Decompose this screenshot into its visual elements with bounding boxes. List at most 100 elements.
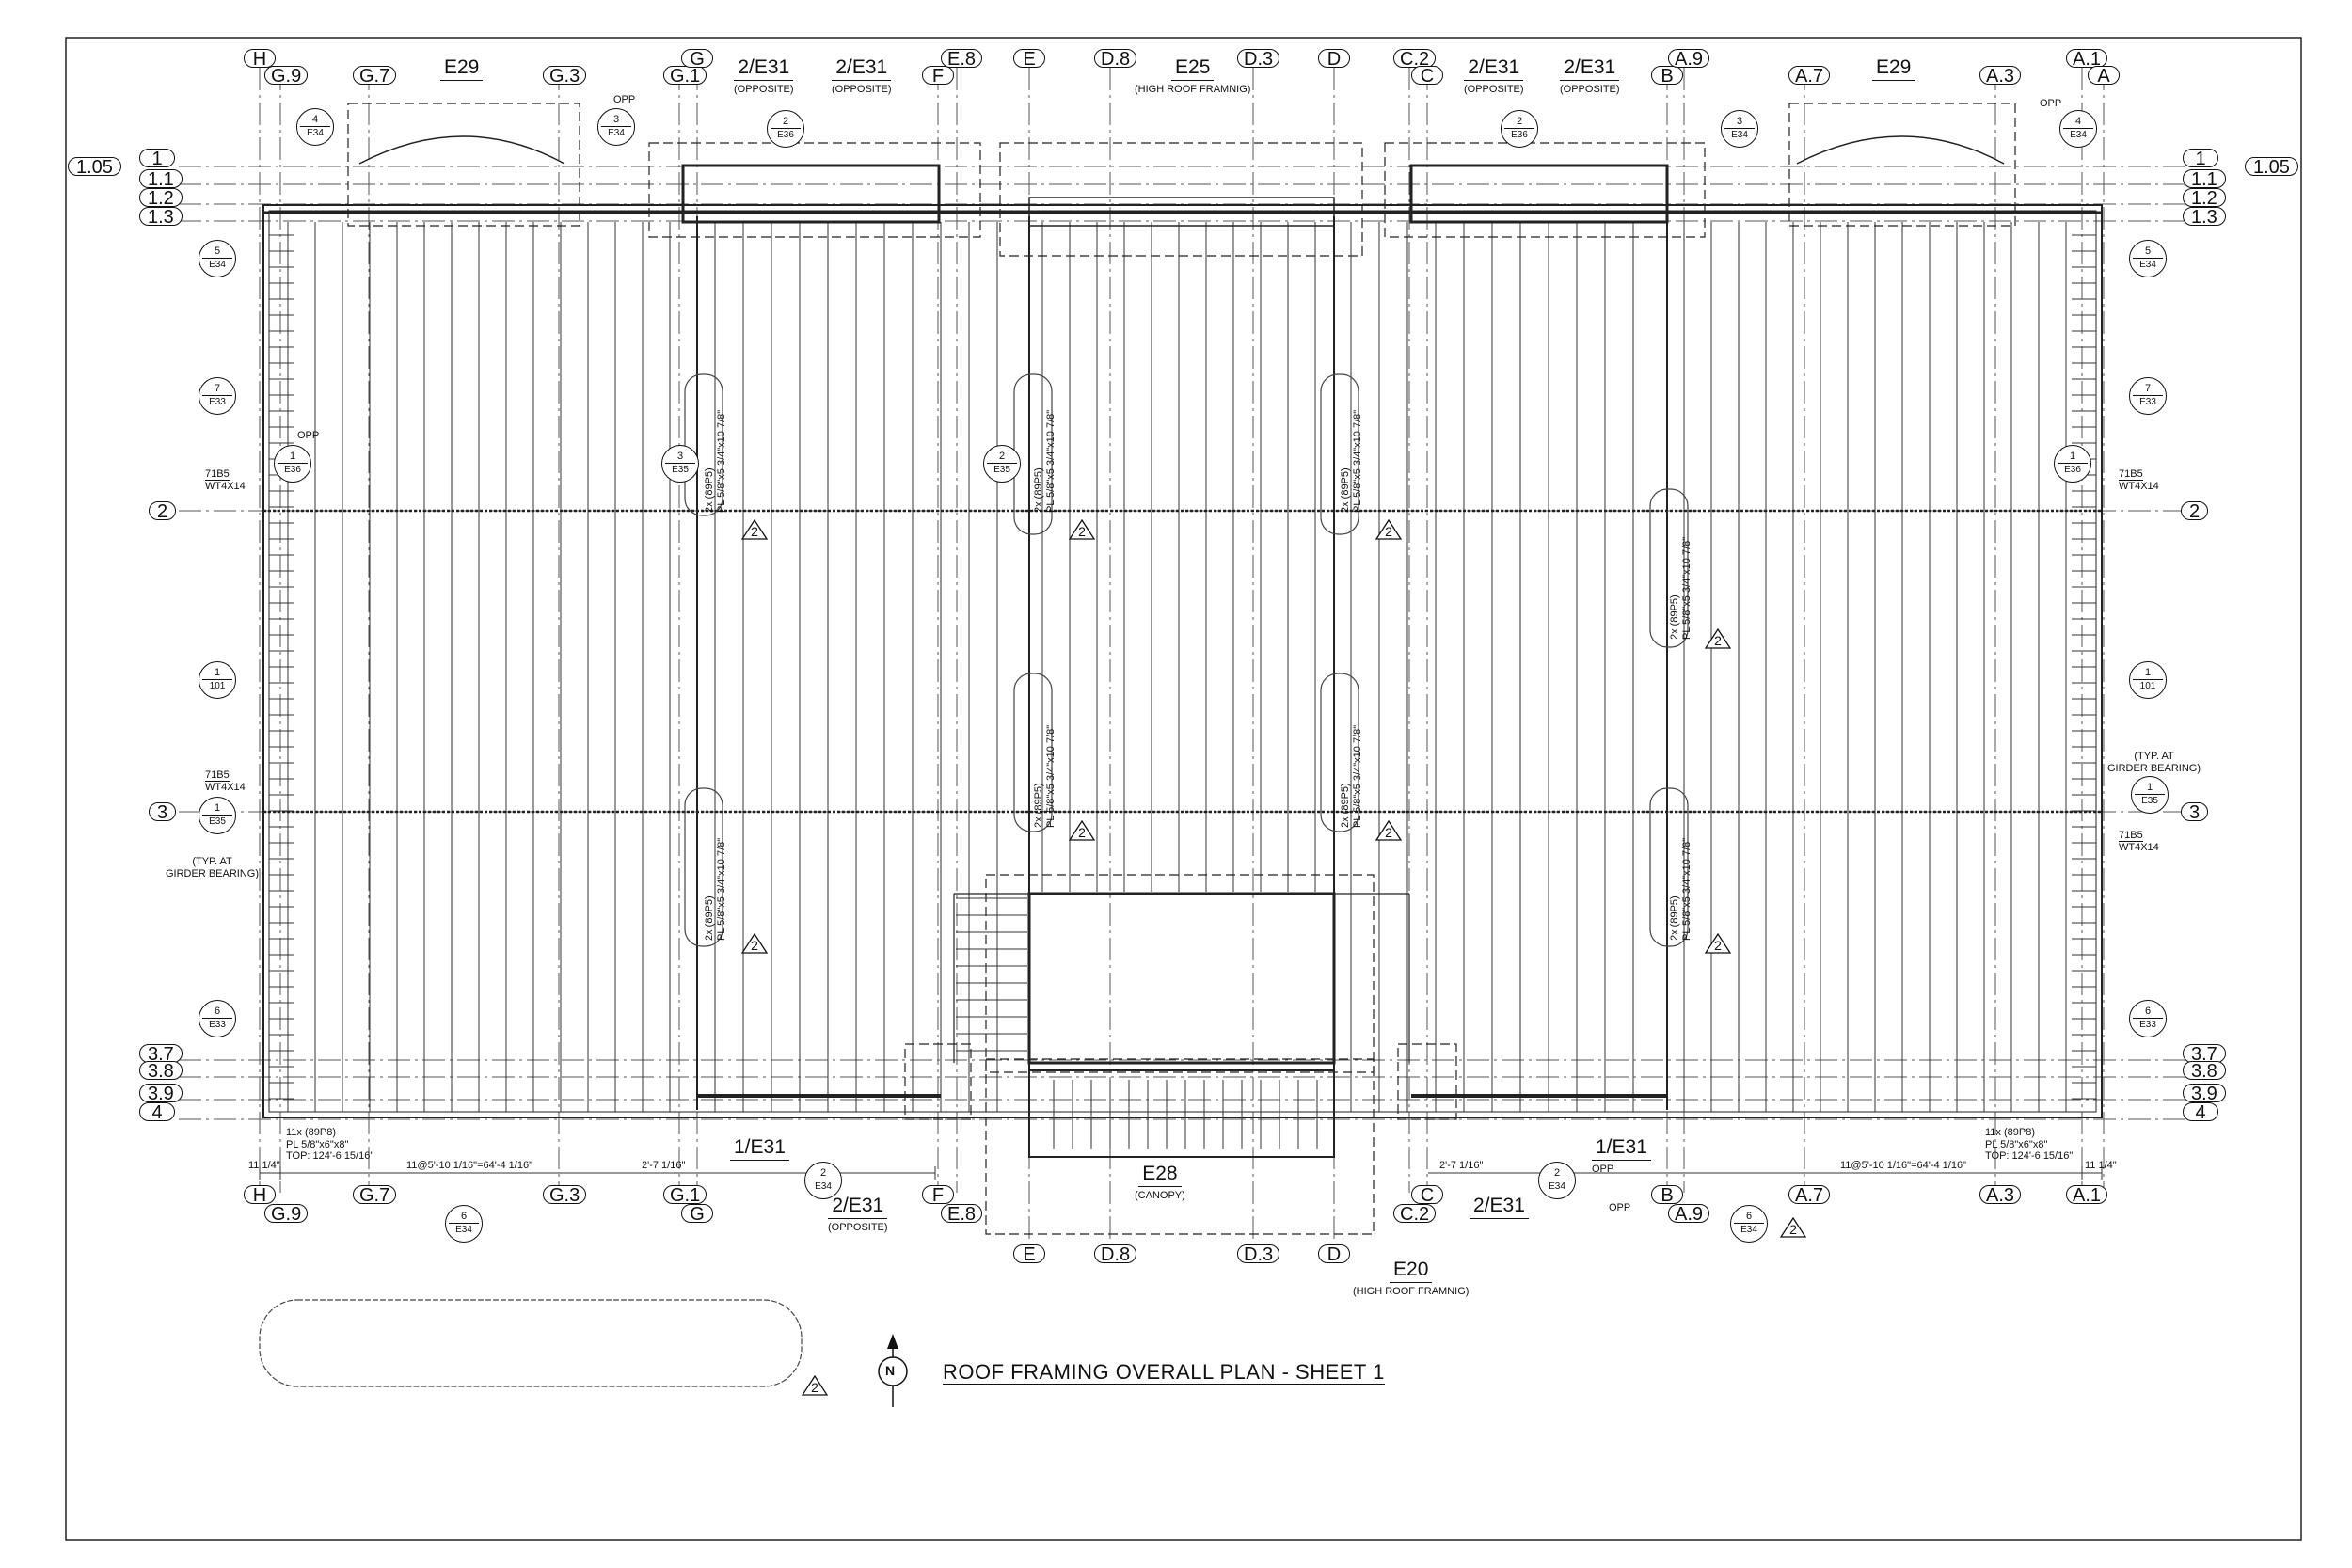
column-grid-bubble: D bbox=[1318, 49, 1350, 69]
callout-number: 2 bbox=[819, 1167, 827, 1179]
callout-sheet: E35 bbox=[209, 816, 226, 827]
row-grid-bubble: 3.8 bbox=[139, 1061, 183, 1081]
callout-circle bbox=[199, 1000, 236, 1037]
column-grid-bubble: A.1 bbox=[2066, 49, 2108, 69]
callout-sheet: E34 bbox=[209, 260, 226, 270]
column-grid-bubble: A.7 bbox=[1788, 1185, 1831, 1205]
callout-sheet: E34 bbox=[1740, 1225, 1757, 1235]
callout-number: 3 bbox=[676, 451, 684, 462]
row-grid-bubble: 1.3 bbox=[139, 207, 183, 227]
callout-number: 6 bbox=[1745, 1211, 1753, 1222]
revision-triangle: 2 bbox=[1375, 819, 1403, 841]
revision-triangle: 2 bbox=[1068, 819, 1096, 841]
callout-divider bbox=[2133, 395, 2163, 396]
callout-sheet: E34 bbox=[608, 128, 625, 138]
row-grid-bubble: 2 bbox=[149, 501, 177, 521]
callout-sheet: E35 bbox=[993, 465, 1010, 475]
opp-note-3: OPP bbox=[297, 430, 320, 441]
column-grid-bubble: D.8 bbox=[1094, 1244, 1137, 1264]
plate-note: 2x (89P5)PL 5/8"x5 3/4"x10 7/8" bbox=[1340, 410, 1364, 513]
column-grid-bubble: A.7 bbox=[1788, 66, 1831, 86]
callout-number: 1 bbox=[2146, 782, 2153, 793]
callout-sheet: E36 bbox=[284, 465, 301, 475]
column-grid-bubble: G.9 bbox=[264, 1204, 309, 1224]
opp-note-1: OPP bbox=[613, 94, 636, 105]
callout-sheet: E34 bbox=[2139, 260, 2156, 270]
column-grid-bubble: B bbox=[1651, 1185, 1683, 1205]
plate-size: PL 5/8"x5 3/4"x10 7/8" bbox=[1352, 724, 1364, 828]
plate-qty: 2x (89P5) bbox=[1033, 783, 1044, 828]
row-grid-bubble: 3.7 bbox=[2183, 1044, 2226, 1064]
column-grid-bubble: G.3 bbox=[543, 1185, 587, 1205]
canopy-ticks bbox=[956, 897, 1318, 1149]
revision-triangle: 2 bbox=[1779, 1216, 1807, 1238]
dim-right-3: 11 1/4" bbox=[2085, 1160, 2117, 1171]
section-ref-2e31-bottom-left: 2/E31(OPPOSITE) bbox=[828, 1195, 888, 1233]
revision-triangle-shape bbox=[1375, 819, 1403, 841]
column-grid-bubble: F bbox=[922, 1185, 954, 1205]
row-grid-bubble: 3 bbox=[2181, 802, 2209, 822]
revision-triangle-shape bbox=[740, 932, 769, 954]
callout-divider bbox=[300, 126, 330, 127]
callout-sheet: E34 bbox=[1731, 130, 1748, 140]
dim-left-2: 11@5'-10 1/16"=64'-4 1/16" bbox=[406, 1160, 532, 1171]
column-grid-bubble: C.2 bbox=[1393, 1204, 1437, 1224]
callout-circle bbox=[199, 377, 236, 415]
revision-triangle: 2 bbox=[740, 518, 769, 540]
revision-triangle: 2 bbox=[801, 1374, 829, 1396]
callout-number: 3 bbox=[612, 114, 620, 125]
callout-circle bbox=[199, 661, 236, 699]
callout-sheet: 101 bbox=[209, 681, 226, 691]
callout-circle bbox=[296, 108, 334, 146]
callout-divider bbox=[202, 258, 232, 259]
revision-number: 2 bbox=[1078, 524, 1086, 539]
revision-triangle-shape bbox=[1704, 932, 1732, 954]
perimeter-joist-ticks-right bbox=[2072, 234, 2096, 1100]
row-grid-bubble: 1 bbox=[139, 149, 175, 168]
dim-right-1: 2'-7 1/16" bbox=[1439, 1160, 1484, 1171]
revision-number: 2 bbox=[1714, 938, 1722, 953]
revision-triangle-shape bbox=[1068, 518, 1096, 540]
column-grid-bubble: C bbox=[1411, 66, 1443, 86]
column-grid-bubble: G.7 bbox=[353, 1185, 397, 1205]
column-grid-bubble: D.8 bbox=[1094, 49, 1137, 69]
section-ref-e31-a: 2/E31(OPPOSITE) bbox=[734, 56, 794, 95]
plate-note: 2x (89P5)PL 5/8"x5 3/4"x10 7/8" bbox=[704, 838, 728, 941]
section-ref-e31-d: 2/E31(OPPOSITE) bbox=[1560, 56, 1620, 95]
dim-left-1: 11 1/4" bbox=[248, 1160, 280, 1171]
row-grid-bubble: 3.8 bbox=[2183, 1061, 2226, 1081]
plate-size: PL 5/8"x5 3/4"x10 7/8" bbox=[1045, 409, 1057, 513]
callout-circle bbox=[2129, 377, 2167, 415]
callout-sheet: E33 bbox=[209, 1020, 226, 1030]
column-grid-bubble: D.3 bbox=[1237, 1244, 1280, 1264]
revision-triangle-shape bbox=[1704, 627, 1732, 649]
column-grid-bubble: A.9 bbox=[1668, 49, 1710, 69]
edge-note-left: 11x (89P8)PL 5/8"x6"x8"TOP: 124'-6 15/16… bbox=[286, 1127, 374, 1163]
callout-divider bbox=[202, 1018, 232, 1019]
column-grid-bubble: C.2 bbox=[1393, 49, 1437, 69]
section-ref-e28: E28(CANOPY) bbox=[1135, 1163, 1185, 1201]
revision-triangle: 2 bbox=[1068, 518, 1096, 540]
callout-number: 7 bbox=[2144, 383, 2152, 394]
revision-triangle: 2 bbox=[1704, 932, 1732, 954]
callout-sheet: 101 bbox=[2139, 681, 2156, 691]
revision-triangle-shape bbox=[740, 518, 769, 540]
callout-circle bbox=[199, 797, 236, 834]
callout-circle bbox=[2059, 110, 2097, 148]
row-grid-bubble: 1.05 bbox=[2245, 157, 2298, 177]
callout-divider bbox=[771, 128, 801, 129]
